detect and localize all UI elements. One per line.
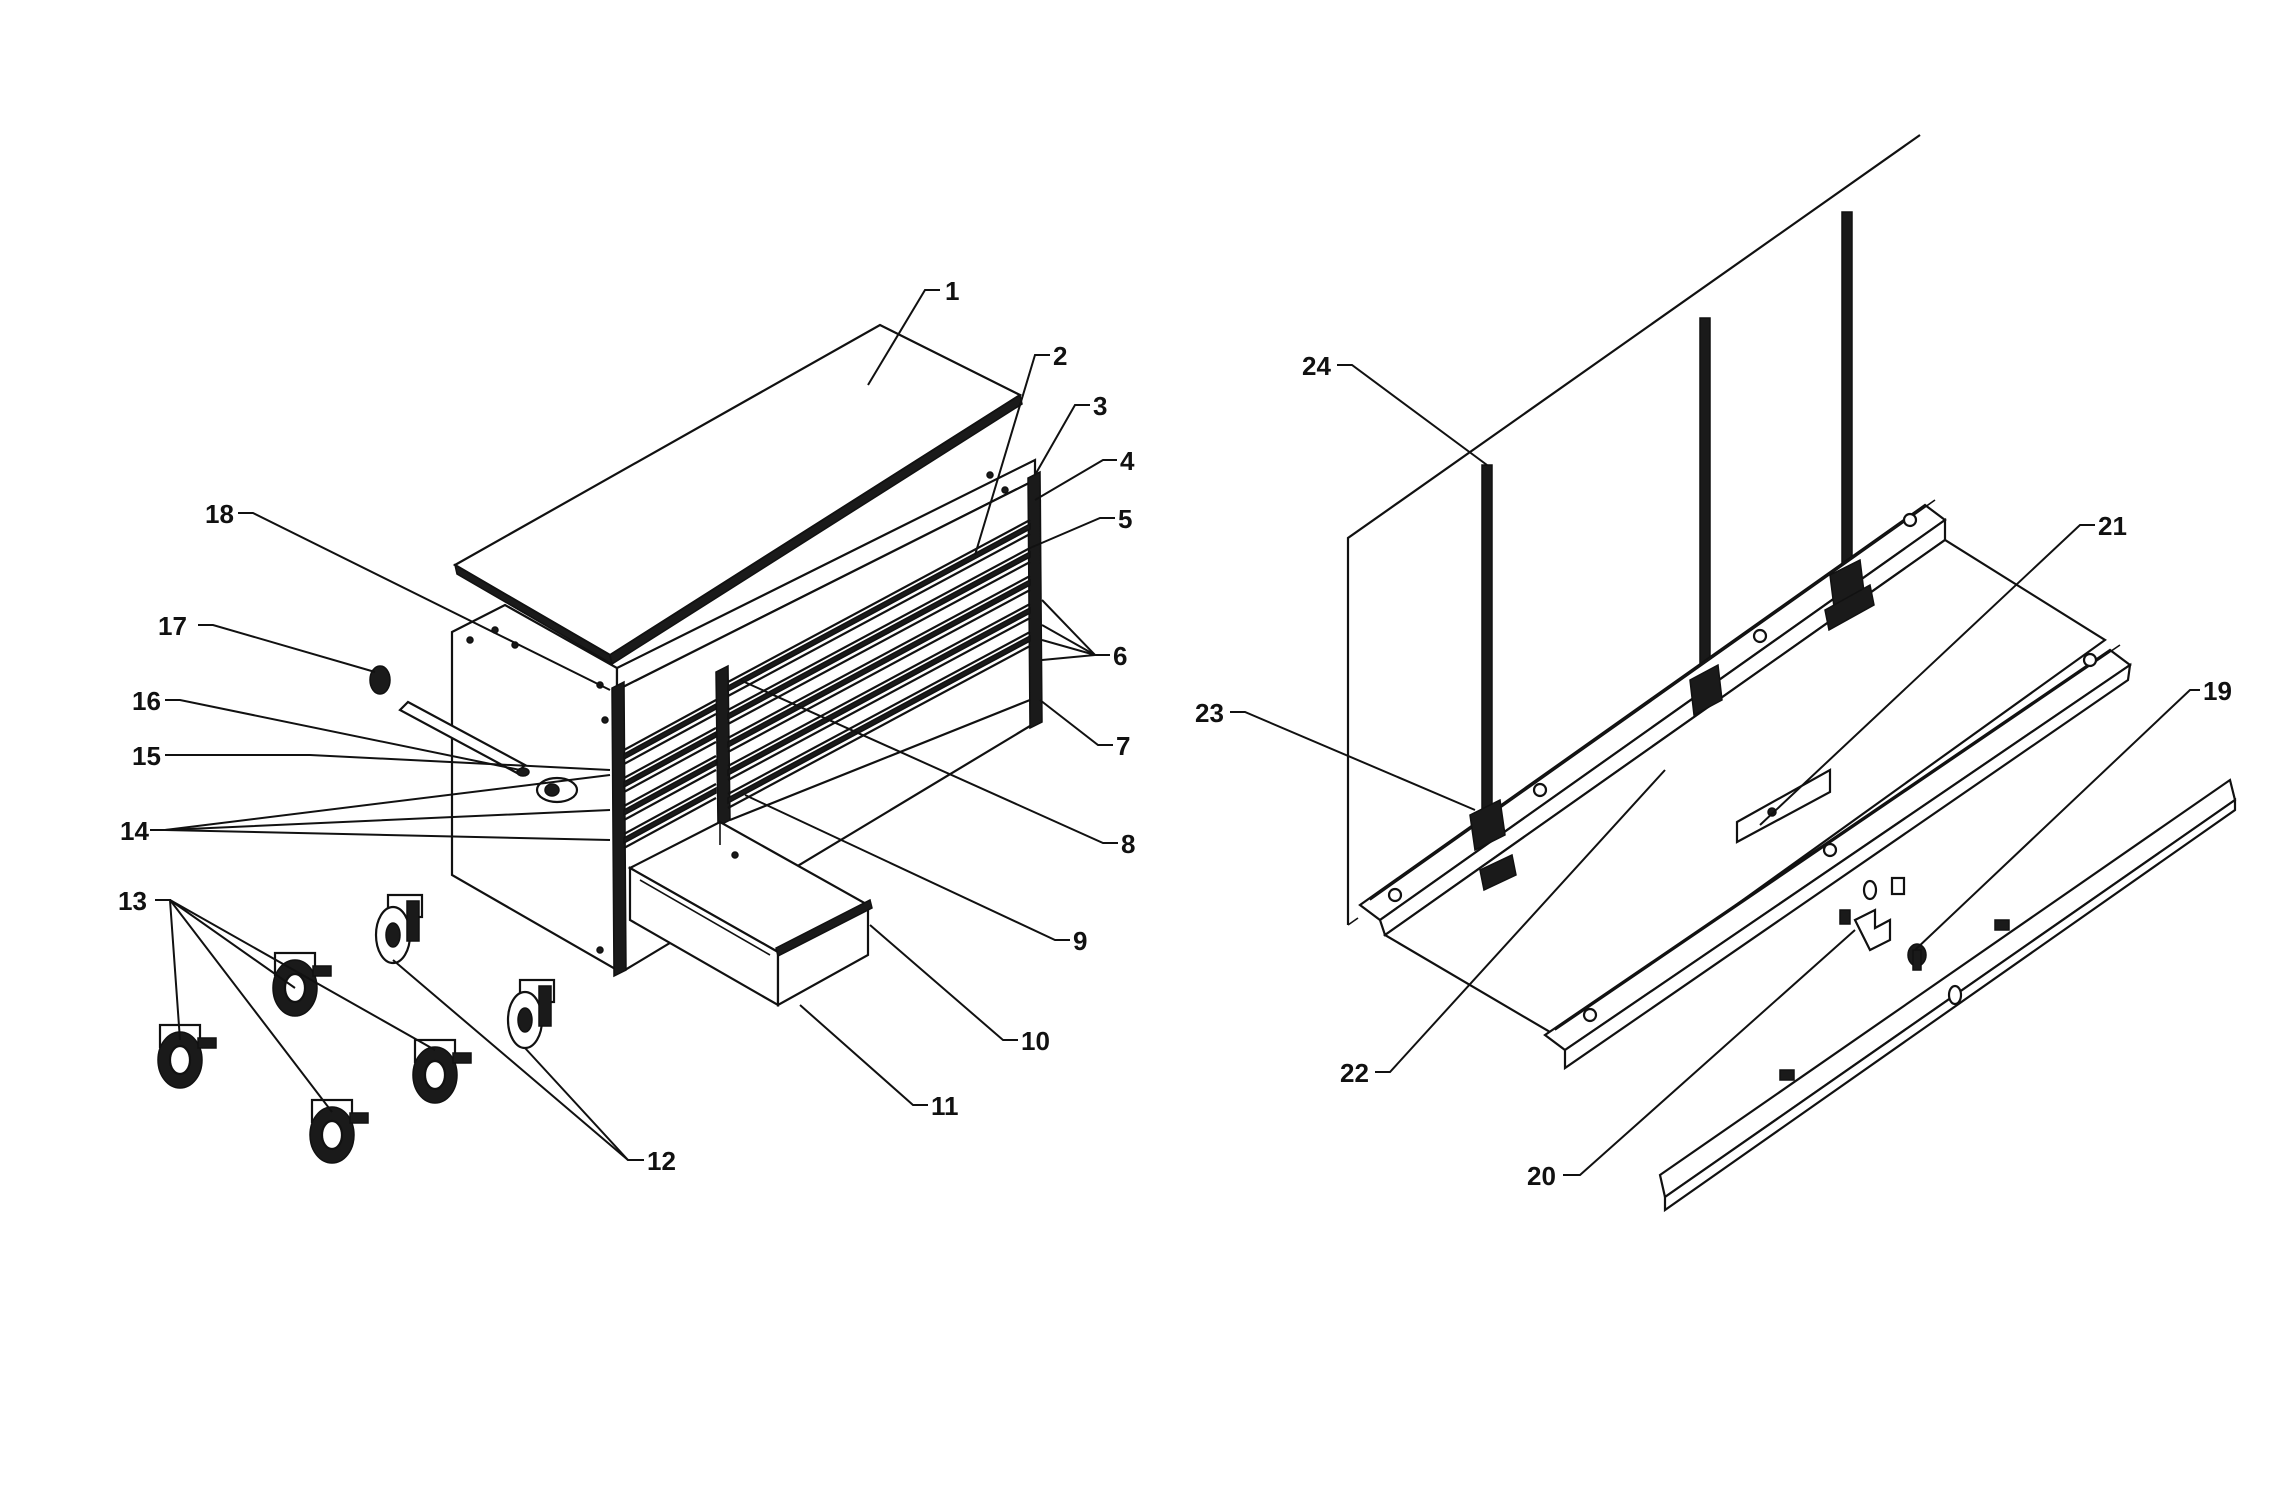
callout-10: 10: [1021, 1026, 1050, 1056]
callout-12: 12: [647, 1146, 676, 1176]
part-11-bottom-drawer: [627, 820, 873, 1007]
callout-17: 17: [158, 611, 187, 641]
chest-left-side: [450, 603, 619, 972]
callout-2: 2: [1053, 341, 1067, 371]
callout-20: 20: [1527, 1161, 1556, 1191]
callout-11: 11: [931, 1091, 959, 1121]
callout-22: 22: [1340, 1058, 1369, 1088]
lower-rail: [1543, 644, 2132, 1071]
callout-21: 21: [2098, 511, 2127, 541]
callout-23: 23: [1195, 698, 1224, 728]
lock-bar: [1658, 778, 2237, 1213]
callout-7: 7: [1116, 731, 1130, 761]
callout-16: 16: [132, 686, 161, 716]
callout-4: 4: [1120, 446, 1135, 476]
part-17-end-cap: [369, 665, 391, 695]
callout-1: 1: [945, 276, 959, 306]
slide-plate: [1382, 538, 2107, 1037]
part-14-left-drawer-bank: [623, 699, 717, 849]
callout-24: 24: [1302, 351, 1331, 381]
callout-13: 13: [118, 886, 147, 916]
part-20-lock-cam: [1839, 876, 1906, 952]
part-24-back-panel: [1346, 134, 1921, 926]
part-1-top-panel: [452, 323, 1023, 666]
leader-lines: [150, 289, 2200, 1176]
part-15-handle-bracket: [535, 776, 579, 804]
part-13-swivel-casters: [157, 951, 472, 1164]
callout-labels: 1 2 3 4 5 6 7 8 9 10 11 12 13 14 15 16 1…: [118, 276, 2232, 1191]
callout-18: 18: [205, 499, 234, 529]
part-19-screw: [1907, 943, 1927, 971]
callout-5: 5: [1118, 504, 1132, 534]
part-23-rod-clips: [1469, 558, 1875, 892]
callout-15: 15: [132, 741, 161, 771]
part-6-right-drawer-bank: [727, 519, 1031, 822]
lock-bar-assembly: [1346, 134, 2237, 1213]
callout-9: 9: [1073, 926, 1087, 956]
callout-3: 3: [1093, 391, 1107, 421]
part-12-rigid-casters: [374, 893, 556, 1050]
callout-19: 19: [2203, 676, 2232, 706]
tool-chest-assembly: [157, 323, 1043, 1164]
callout-6: 6: [1113, 641, 1127, 671]
callout-8: 8: [1121, 829, 1135, 859]
callout-14: 14: [120, 816, 149, 846]
